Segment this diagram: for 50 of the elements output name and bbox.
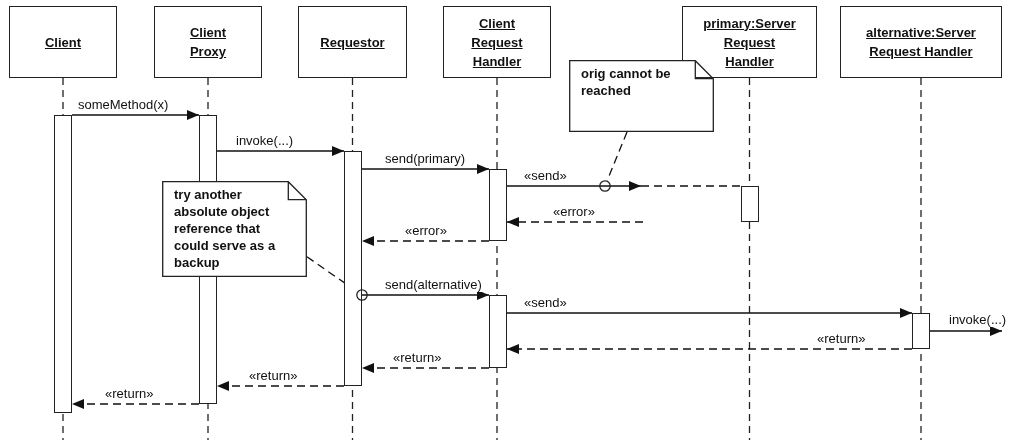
- anchor-circle: [599, 180, 611, 192]
- message-arrow: [71, 399, 200, 409]
- edge-label: «return»: [816, 331, 867, 346]
- activation-bar: [489, 169, 507, 241]
- edge-label: send(primary): [384, 151, 467, 166]
- message-arrow: [506, 308, 913, 318]
- message-arrow: [361, 290, 490, 300]
- message-arrow: [361, 164, 490, 174]
- object-box: [443, 6, 551, 78]
- edge-label: send(alternative): [384, 277, 483, 292]
- dashed-line: [640, 185, 742, 187]
- edge-label: «return»: [248, 368, 299, 383]
- object-box: [682, 6, 817, 78]
- activation-bar: [344, 151, 362, 386]
- edge-label: invoke(...): [235, 133, 295, 148]
- note: [162, 181, 307, 277]
- message-arrow: [216, 381, 345, 391]
- leader-line: [606, 131, 628, 182]
- object-box: [298, 6, 407, 78]
- message-arrow: [71, 110, 200, 120]
- object-name: Client Request Handler: [471, 14, 523, 71]
- activation-bar: [912, 313, 930, 349]
- message-arrow: [361, 363, 490, 373]
- object-name: alternative:Server Request Handler: [866, 24, 976, 61]
- edge-label: someMethod(x): [77, 97, 170, 112]
- object-box: [154, 6, 262, 78]
- activation-bar: [54, 115, 72, 413]
- message-arrow: [506, 217, 644, 227]
- edge-label: «send»: [523, 295, 568, 310]
- activation-bar: [741, 186, 759, 222]
- note-text: orig cannot be reached: [581, 65, 672, 99]
- message-arrow: [506, 181, 642, 191]
- object-name: Requestor: [320, 33, 385, 52]
- object-name: Client: [44, 33, 82, 52]
- message-arrow: [361, 236, 490, 246]
- message-arrow: [216, 146, 345, 156]
- message-arrow: [929, 326, 1003, 336]
- object-name: primary:Server Request Handler: [703, 14, 796, 71]
- note-text: try another absolute object reference that could serve as a backup: [174, 186, 277, 271]
- edge-label: invoke(...): [948, 312, 1008, 327]
- message-arrow: [506, 344, 913, 354]
- edge-label: «return»: [104, 386, 155, 401]
- object-box: [9, 6, 117, 78]
- activation-bar: [489, 295, 507, 368]
- edge-label: «return»: [392, 350, 443, 365]
- object-box: [840, 6, 1002, 78]
- object-name: Client Proxy: [189, 24, 227, 61]
- anchor-circle: [356, 289, 368, 301]
- note: [569, 60, 714, 132]
- edge-label: «send»: [523, 168, 568, 183]
